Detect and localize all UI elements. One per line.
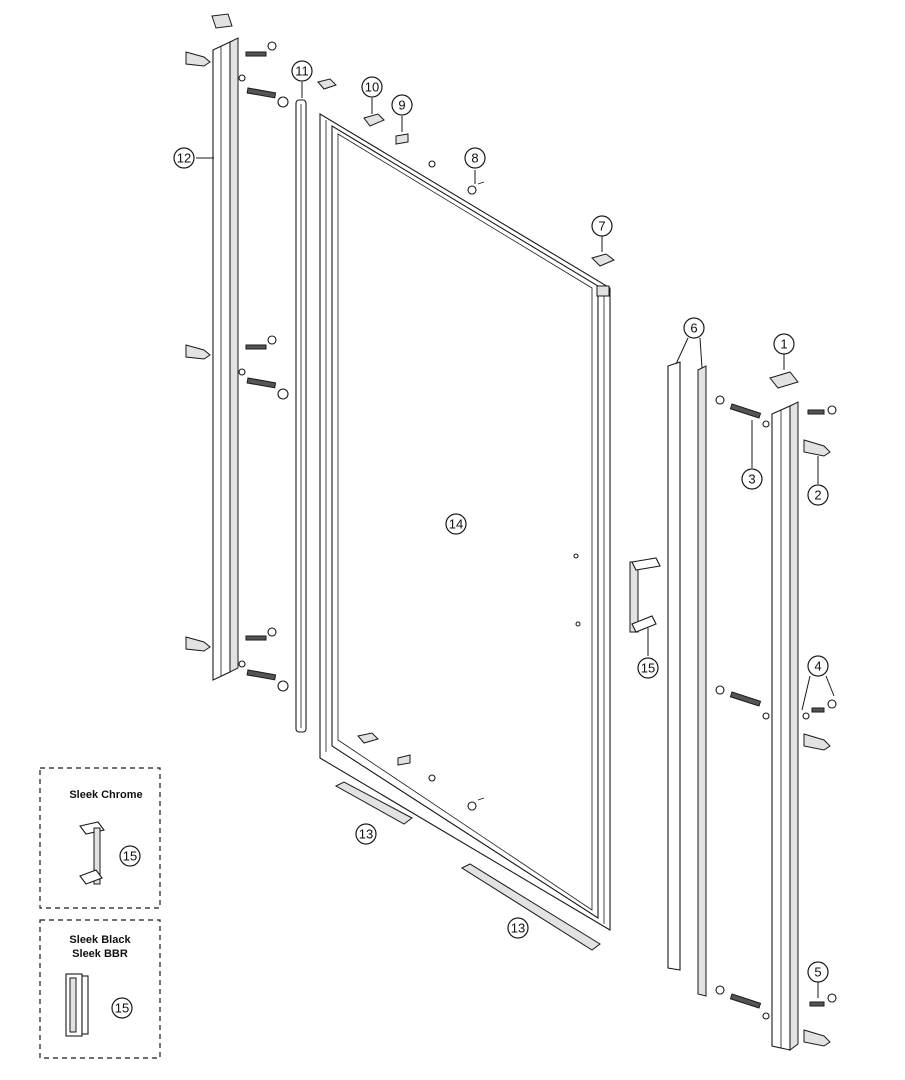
callout-15-chrome: 15 <box>123 849 137 864</box>
callout-7: 7 <box>598 219 605 234</box>
left-wall-anchors <box>185 51 211 652</box>
callout-5: 5 <box>814 965 821 980</box>
callout-15-black: 15 <box>115 1001 129 1016</box>
box-label-sleek-black: Sleek Black <box>69 934 131 946</box>
callout-8: 8 <box>471 151 478 166</box>
callout-6: 6 <box>690 321 697 336</box>
box-label-sleek-chrome: Sleek Chrome <box>69 789 142 801</box>
top-small-parts <box>363 113 615 811</box>
callout-15-main: 15 <box>641 661 655 676</box>
callout-14: 14 <box>449 517 463 532</box>
callout-3: 3 <box>748 472 755 487</box>
callout-13-left: 13 <box>359 827 373 842</box>
callout-1: 1 <box>780 337 787 352</box>
callout-10: 10 <box>365 80 379 95</box>
callouts: 1 2 3 4 5 6 7 8 9 10 11 12 13 13 14 15 1 <box>111 60 829 1019</box>
callout-9: 9 <box>398 98 405 113</box>
right-wall-jamb <box>769 371 799 1051</box>
seal-profiles <box>667 361 707 997</box>
callout-2: 2 <box>814 488 821 503</box>
bottom-seals <box>334 781 601 951</box>
callout-11: 11 <box>295 64 309 79</box>
callout-13-right: 13 <box>511 921 525 936</box>
box-label-sleek-bbr: Sleek BBR <box>72 948 128 960</box>
option-box-sleek-chrome: Sleek Chrome <box>39 767 161 909</box>
callout-12: 12 <box>177 151 191 166</box>
callout-4: 4 <box>814 659 821 674</box>
left-wall-jamb <box>211 13 239 681</box>
door-handle <box>629 557 661 633</box>
right-wall-anchors <box>803 439 831 1047</box>
leader-lines <box>196 82 835 998</box>
hinge-rail <box>295 78 337 733</box>
option-box-sleek-black: Sleek Black Sleek BBR <box>39 919 161 1059</box>
left-screws <box>238 41 289 692</box>
right-screws <box>715 395 837 1020</box>
